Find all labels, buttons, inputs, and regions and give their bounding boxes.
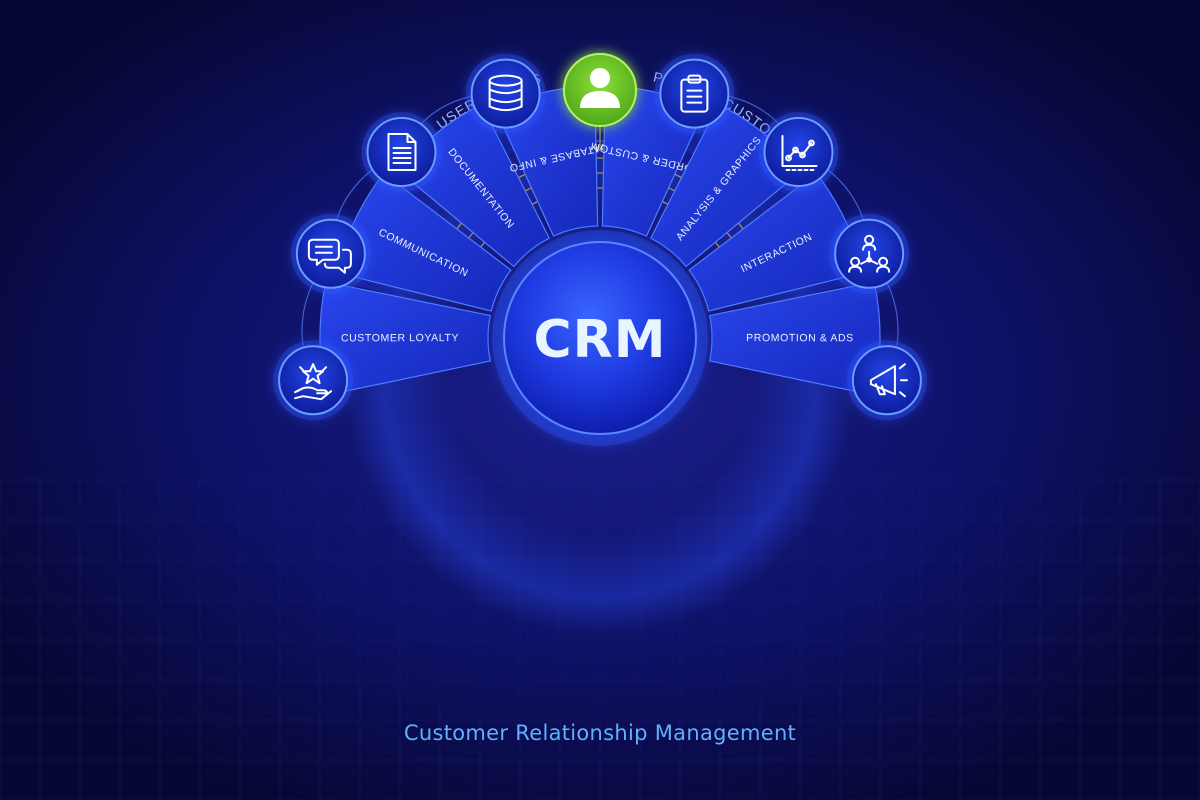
segment-label: CUSTOMER LOYALTY: [341, 332, 459, 344]
center-core[interactable]: [503, 241, 697, 435]
hand-star-icon: [294, 363, 333, 401]
footer-title: Customer Relationship Management: [404, 721, 796, 745]
icon-badge-clipboard-icon[interactable]: [654, 53, 735, 134]
top-user-badge[interactable]: [563, 53, 637, 127]
chat-bubbles-icon: [307, 238, 352, 274]
background-grid: [0, 479, 1200, 800]
megaphone-icon: [869, 363, 908, 398]
clipboard-icon: [680, 74, 709, 113]
icon-badge-hand-star-icon[interactable]: [273, 340, 354, 421]
document-icon: [387, 133, 417, 172]
database-icon: [488, 74, 523, 112]
segment-label: PROMOTION & ADS: [746, 332, 854, 344]
user-profile-icon: [580, 68, 620, 108]
network-people-icon: [848, 234, 891, 273]
center-label: CRM: [534, 310, 667, 370]
icon-badge-chat-bubbles-icon[interactable]: [290, 213, 371, 294]
line-graph-icon: [781, 135, 818, 172]
icon-circles: [273, 53, 927, 421]
icon-badge-megaphone-icon[interactable]: [846, 340, 927, 421]
